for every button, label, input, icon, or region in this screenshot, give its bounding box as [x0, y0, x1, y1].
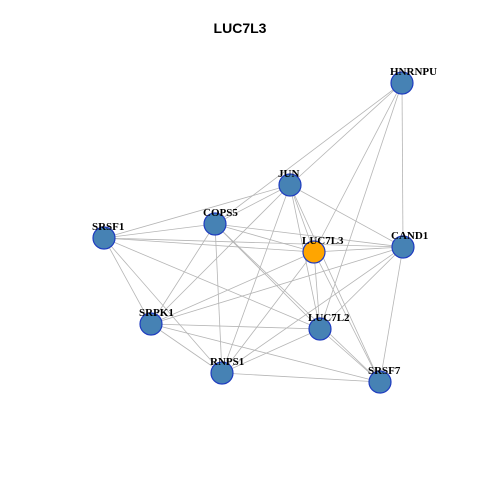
- node-label-cand1: CAND1: [391, 230, 428, 242]
- edge-luc7l3-srpk1: [150, 251, 315, 325]
- edge-jun-srpk1: [150, 184, 291, 325]
- node-label-cops5: COPS5: [203, 207, 238, 219]
- node-label-srsf1: SRSF1: [92, 221, 124, 233]
- edge-luc7l2-srsf7: [319, 328, 381, 383]
- edge-jun-srsf7: [289, 184, 381, 383]
- edge-hnrnpu-jun: [289, 82, 403, 186]
- edge-hnrnpu-luc7l2: [319, 82, 403, 330]
- edge-srpk1-srsf7: [150, 323, 381, 383]
- node-srsf7: [368, 370, 392, 394]
- node-rnps1: [210, 361, 234, 385]
- node-cand1: [391, 235, 415, 259]
- edge-srpk1-luc7l2: [150, 323, 321, 330]
- edge-jun-rnps1: [221, 184, 291, 374]
- edge-rnps1-luc7l2: [221, 328, 321, 374]
- edge-cops5-srsf1: [103, 223, 216, 239]
- node-label-rnps1: RNPS1: [210, 356, 244, 368]
- node-hnrnpu: [390, 71, 414, 95]
- edge-hnrnpu-cand1: [401, 82, 404, 248]
- edge-luc7l3-srsf7: [313, 251, 381, 383]
- edge-cand1-rnps1: [221, 246, 404, 374]
- edge-rnps1-srsf7: [221, 372, 381, 383]
- edge-jun-srsf1: [103, 184, 291, 239]
- edge-cops5-cand1: [214, 223, 404, 248]
- edge-hnrnpu-luc7l3: [313, 82, 403, 253]
- node-label-srpk1: SRPK1: [139, 307, 174, 319]
- edge-luc7l3-luc7l2: [313, 251, 321, 330]
- edge-jun-luc7l3: [289, 184, 315, 253]
- edge-cops5-srsf7: [214, 223, 381, 383]
- edge-jun-cand1: [289, 184, 404, 248]
- edge-srpk1-rnps1: [150, 323, 223, 374]
- edge-jun-cops5: [214, 184, 291, 225]
- node-label-jun: JUN: [278, 168, 299, 180]
- edge-srsf1-luc7l3: [103, 237, 315, 253]
- edge-cand1-srpk1: [150, 246, 404, 325]
- edge-luc7l3-cand1: [313, 246, 404, 253]
- edge-srsf1-srpk1: [103, 237, 152, 325]
- node-jun: [278, 173, 302, 197]
- edge-cand1-luc7l2: [319, 246, 404, 330]
- node-luc7l2: [308, 317, 332, 341]
- edge-srsf1-luc7l2: [103, 237, 321, 330]
- diagram-title: LUC7L3: [213, 20, 267, 36]
- edge-cand1-srsf7: [379, 246, 404, 383]
- node-srsf1: [92, 226, 116, 250]
- node-layer: [92, 71, 415, 394]
- node-label-luc7l2: LUC7L2: [308, 312, 350, 324]
- edge-cops5-luc7l3: [214, 223, 315, 253]
- edge-srsf1-rnps1: [103, 237, 223, 374]
- node-label-luc7l3: LUC7L3: [302, 235, 344, 247]
- node-cops5: [203, 212, 227, 236]
- edge-layer: [103, 82, 404, 383]
- edge-srsf1-cand1: [103, 237, 404, 248]
- node-srpk1: [139, 312, 163, 336]
- edge-cops5-rnps1: [214, 223, 223, 374]
- node-luc7l3: [302, 240, 326, 264]
- edge-luc7l3-rnps1: [221, 251, 315, 374]
- node-label-srsf7: SRSF7: [368, 365, 401, 377]
- node-label-hnrnpu: HNRNPU: [390, 66, 437, 78]
- edge-hnrnpu-cops5: [214, 82, 403, 225]
